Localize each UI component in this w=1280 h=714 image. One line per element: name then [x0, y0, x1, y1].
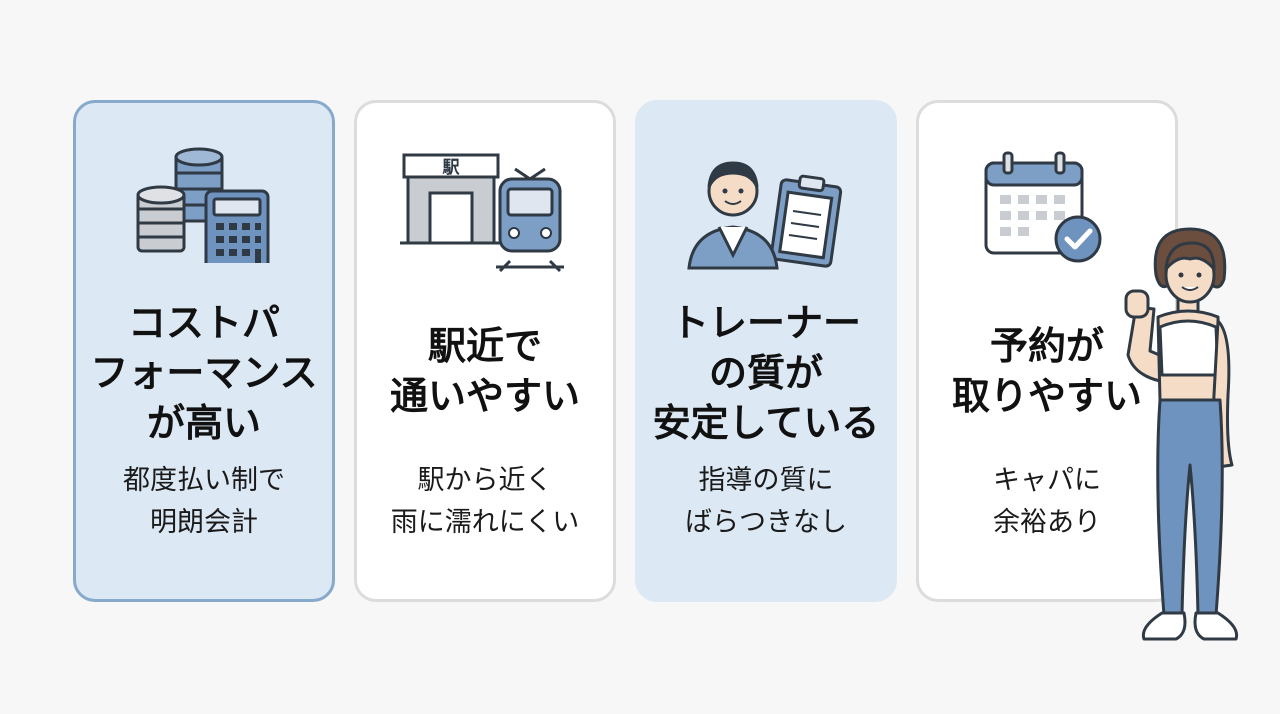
card-title: 予約が 取りやすい — [951, 324, 1142, 418]
card-description: 都度払い制で 明朗会計 — [123, 465, 285, 538]
card-description: キャパに 余裕あり — [993, 465, 1101, 538]
card-station-access: 駅 駅近で 通いやすい 駅から近く 雨に濡れにくい — [354, 100, 616, 602]
station-train-icon: 駅 — [357, 143, 613, 283]
card-trainer-quality: トレーナー の質が 安定している 指導の質に ばらつきなし — [635, 100, 897, 602]
card-description: 指導の質に ばらつきなし — [685, 465, 847, 538]
trainer-clipboard-icon — [638, 143, 894, 283]
card-description: 駅から近く 雨に濡れにくい — [390, 465, 580, 538]
card-cost-performance: コストパ フォーマンス が高い 都度払い制で 明朗会計 — [73, 100, 335, 602]
calendar-check-icon — [919, 143, 1175, 283]
card-title: トレーナー の質が 安定している — [652, 301, 880, 445]
coins-calculator-icon — [76, 143, 332, 283]
woman-thumbs-up-illustration — [1120, 225, 1260, 659]
station-sign-text: 駅 — [442, 158, 461, 178]
card-title: 駅近で 通いやすい — [389, 324, 580, 418]
card-title: コストパ フォーマンス が高い — [90, 301, 318, 445]
